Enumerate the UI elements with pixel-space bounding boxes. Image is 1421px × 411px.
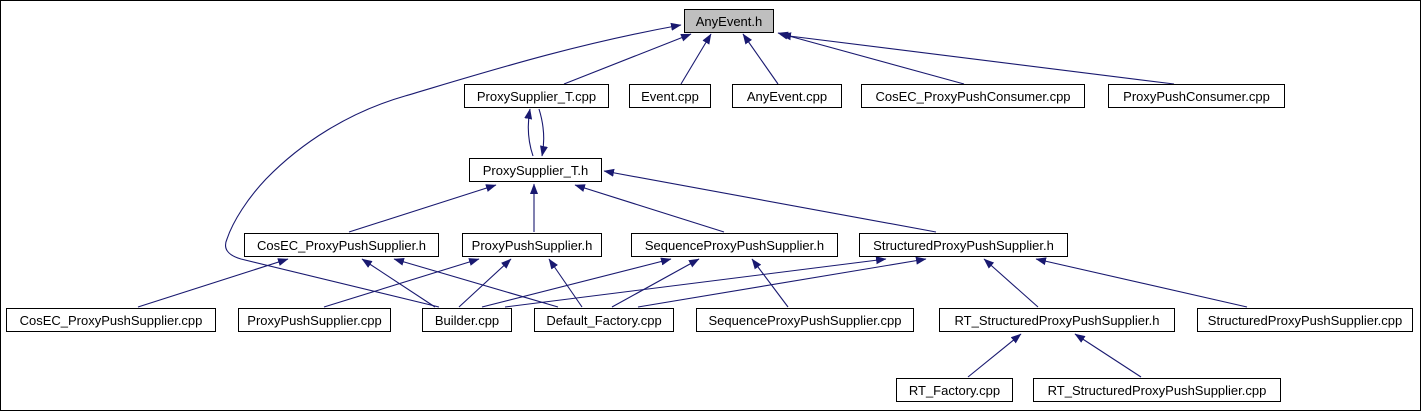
node-label-cosec-proxypushsupplier-cpp: CosEC_ProxyPushSupplier.cpp	[19, 312, 203, 328]
edge-proxysupplier-t-cpp-to-proxysupplier-t-h	[538, 108, 548, 157]
node-label-event-cpp: Event.cpp	[641, 88, 699, 104]
node-cosec-proxypushsupplier-h[interactable]: CosEC_ProxyPushSupplier.h	[244, 233, 439, 257]
node-sequenceproxypushsupplier-h[interactable]: SequenceProxyPushSupplier.h	[631, 233, 838, 257]
node-cosec-proxypushsupplier-cpp[interactable]: CosEC_ProxyPushSupplier.cpp	[6, 308, 216, 332]
node-label-rt-structuredproxypushsupplier-h: RT_StructuredProxyPushSupplier.h	[954, 312, 1160, 328]
node-label-rt-structuredproxypushsupplier-cpp: RT_StructuredProxyPushSupplier.cpp	[1047, 382, 1267, 398]
edge-default-factory-cpp-to-structuredproxypushsupplier-h	[637, 256, 927, 308]
node-rt-structuredproxypushsupplier-cpp[interactable]: RT_StructuredProxyPushSupplier.cpp	[1033, 378, 1281, 402]
node-sequenceproxypushsupplier-cpp[interactable]: SequenceProxyPushSupplier.cpp	[696, 308, 914, 332]
node-proxypushsupplier-h[interactable]: ProxyPushSupplier.h	[462, 233, 602, 257]
edge-rt-structuredproxypushsupplier-h-to-structuredproxypushsupplier-h	[983, 258, 1039, 308]
node-label-structuredproxypushsupplier-cpp: StructuredProxyPushSupplier.cpp	[1207, 312, 1403, 328]
edge-structuredproxypushsupplier-h-to-proxysupplier-t-h	[603, 168, 937, 233]
node-label-proxysupplier-t-cpp: ProxySupplier_T.cpp	[476, 88, 597, 104]
node-label-structuredproxypushsupplier-h: StructuredProxyPushSupplier.h	[873, 237, 1054, 253]
node-label-rt-factory-cpp: RT_Factory.cpp	[908, 382, 1001, 398]
node-cosec-proxypushconsumer-cpp[interactable]: CosEC_ProxyPushConsumer.cpp	[861, 84, 1085, 108]
node-rt-structuredproxypushsupplier-h[interactable]: RT_StructuredProxyPushSupplier.h	[939, 308, 1175, 332]
node-label-proxypushconsumer-cpp: ProxyPushConsumer.cpp	[1123, 88, 1270, 104]
node-anyevent-h[interactable]: AnyEvent.h	[684, 9, 774, 33]
node-label-cosec-proxypushsupplier-h: CosEC_ProxyPushSupplier.h	[256, 237, 427, 253]
edge-builder-cpp-to-anyevent-h	[224, 22, 682, 308]
edge-cosec-proxypushconsumer-cpp-to-anyevent-h	[777, 31, 965, 85]
node-default-factory-cpp[interactable]: Default_Factory.cpp	[534, 308, 674, 332]
node-anyevent-cpp[interactable]: AnyEvent.cpp	[732, 84, 842, 108]
node-label-proxypushsupplier-cpp: ProxyPushSupplier.cpp	[247, 312, 382, 328]
edge-structuredproxypushsupplier-cpp-to-structuredproxypushsupplier-h	[1035, 257, 1248, 308]
edge-proxysupplier-t-cpp-to-anyevent-h	[563, 33, 692, 85]
node-label-anyevent-cpp: AnyEvent.cpp	[746, 88, 828, 104]
node-label-cosec-proxypushconsumer-cpp: CosEC_ProxyPushConsumer.cpp	[875, 88, 1071, 104]
node-proxypushconsumer-cpp[interactable]: ProxyPushConsumer.cpp	[1108, 84, 1285, 108]
edge-cosec-proxypushsupplier-h-to-proxysupplier-t-h	[348, 184, 497, 233]
node-label-proxypushsupplier-h: ProxyPushSupplier.h	[471, 237, 593, 253]
node-structuredproxypushsupplier-h[interactable]: StructuredProxyPushSupplier.h	[859, 233, 1068, 257]
edge-proxypushsupplier-cpp-to-proxypushsupplier-h	[323, 258, 480, 308]
edge-builder-cpp-to-sequenceproxypushsupplier-h	[481, 257, 672, 308]
node-builder-cpp[interactable]: Builder.cpp	[422, 308, 512, 332]
edge-builder-cpp-to-structuredproxypushsupplier-h	[504, 256, 887, 308]
edge-rt-structuredproxypushsupplier-cpp-to-rt-structuredproxypushsupplier-h	[1074, 333, 1142, 378]
node-label-default-factory-cpp: Default_Factory.cpp	[546, 312, 662, 328]
node-proxysupplier-t-h[interactable]: ProxySupplier_T.h	[469, 158, 602, 182]
edge-proxypushconsumer-cpp-to-anyevent-h	[780, 32, 1175, 85]
edge-sequenceproxypushsupplier-h-to-proxysupplier-t-h	[574, 184, 725, 233]
edge-proxysupplier-t-h-to-proxysupplier-t-cpp	[524, 108, 534, 157]
edge-sequenceproxypushsupplier-cpp-to-sequenceproxypushsupplier-h	[751, 258, 789, 308]
node-label-proxysupplier-t-h: ProxySupplier_T.h	[482, 162, 589, 178]
node-proxysupplier-t-cpp[interactable]: ProxySupplier_T.cpp	[464, 84, 609, 108]
node-structuredproxypushsupplier-cpp[interactable]: StructuredProxyPushSupplier.cpp	[1197, 308, 1413, 332]
edge-builder-cpp-to-cosec-proxypushsupplier-h	[361, 258, 436, 308]
node-label-builder-cpp: Builder.cpp	[434, 312, 500, 328]
node-event-cpp[interactable]: Event.cpp	[629, 84, 711, 108]
node-label-anyevent-h: AnyEvent.h	[695, 13, 763, 29]
edge-event-cpp-to-anyevent-h	[680, 33, 712, 85]
edge-default-factory-cpp-to-sequenceproxypushsupplier-h	[611, 258, 700, 308]
node-rt-factory-cpp[interactable]: RT_Factory.cpp	[896, 378, 1013, 402]
edge-anyevent-cpp-to-anyevent-h	[742, 33, 779, 85]
edge-builder-cpp-to-proxypushsupplier-h	[458, 258, 512, 308]
edge-rt-factory-cpp-to-rt-structuredproxypushsupplier-h	[967, 333, 1022, 378]
node-label-sequenceproxypushsupplier-h: SequenceProxyPushSupplier.h	[644, 237, 825, 253]
node-proxypushsupplier-cpp[interactable]: ProxyPushSupplier.cpp	[238, 308, 391, 332]
node-label-sequenceproxypushsupplier-cpp: SequenceProxyPushSupplier.cpp	[708, 312, 902, 328]
edge-default-factory-cpp-to-proxypushsupplier-h	[548, 258, 583, 308]
edge-cosec-proxypushsupplier-cpp-to-cosec-proxypushsupplier-h	[137, 258, 289, 308]
edge-default-factory-cpp-to-cosec-proxypushsupplier-h	[393, 257, 559, 308]
